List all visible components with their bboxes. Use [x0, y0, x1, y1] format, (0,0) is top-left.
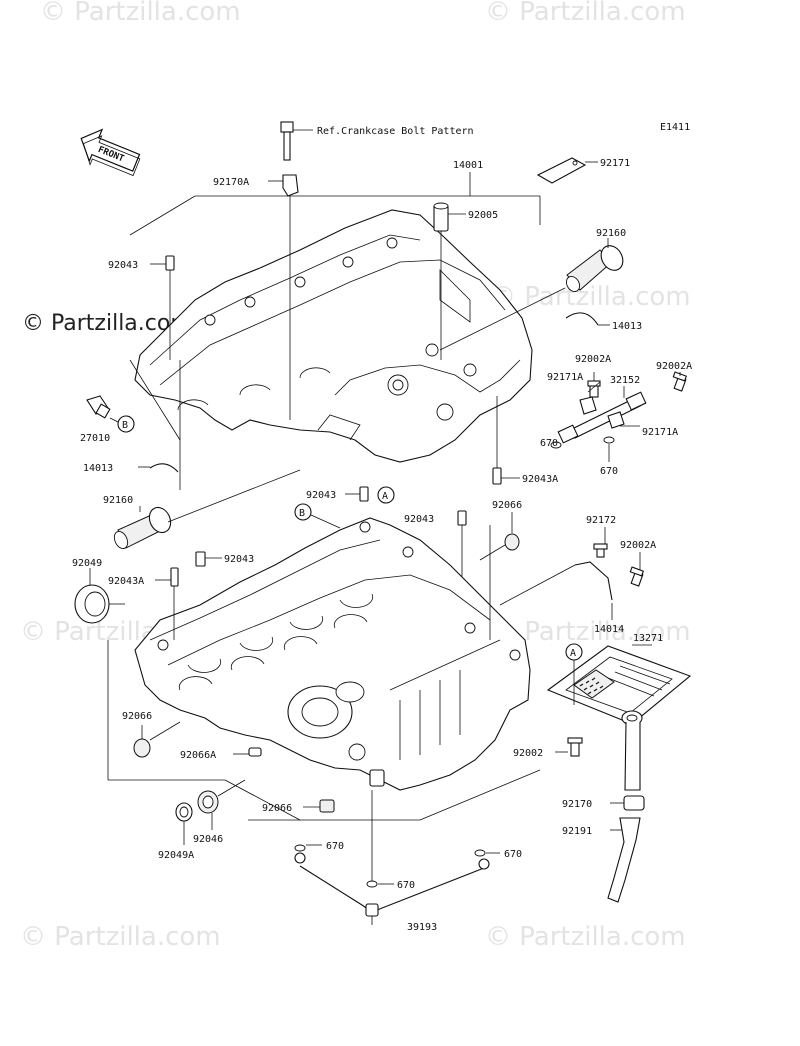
watermark-bottom-left: © Partzilla.com [20, 922, 221, 952]
dowel-92005 [433, 202, 466, 360]
watermark-top-left: © Partzilla.com [40, 0, 241, 27]
label-92066A: 92066A [180, 750, 216, 761]
label-92066-bottom: 92066 [262, 803, 292, 814]
label-92046: 92046 [193, 834, 223, 845]
plug-92066-left [133, 721, 181, 758]
bearing-92160-left [113, 469, 301, 549]
label-27010: 27010 [80, 433, 110, 444]
pin-92043A-right [492, 396, 520, 485]
label-ref-crankcase-bolt: Ref.Crankcase Bolt Pattern [317, 126, 474, 137]
label-92005: 92005 [468, 210, 498, 221]
hose-92191 [607, 795, 645, 903]
pin-92043-top [150, 255, 175, 360]
ring-14013-left [138, 463, 179, 473]
bearing-92046 [175, 779, 246, 845]
watermark-bottom-right: © Partzilla.com [485, 922, 686, 952]
label-670-4: 670 [504, 849, 522, 860]
watermark-upper-right: © Partzilla.com [490, 282, 691, 312]
ring-14013-top [565, 312, 610, 326]
label-92002A-1: 92002A [575, 354, 611, 365]
callout-B-case: B [299, 508, 305, 519]
oil-strainer-13271 [546, 643, 692, 791]
callout-B-case-icon [294, 503, 312, 521]
leader-14001 [129, 172, 541, 236]
label-92160-top: 92160 [596, 228, 626, 239]
pin-92043-mid [345, 486, 395, 504]
label-670-1: 670 [540, 438, 558, 449]
label-670-2: 670 [600, 466, 618, 477]
label-92049A: 92049A [158, 850, 194, 861]
pin-92043-left [155, 551, 222, 640]
plug-92066A [233, 747, 262, 757]
label-92043A-2: 92043A [108, 576, 144, 587]
oil-line-39193 [294, 790, 500, 925]
label-92160-left: 92160 [103, 495, 133, 506]
label-14001: 14001 [453, 160, 483, 171]
label-92002A-3: 92002A [620, 540, 656, 551]
front-arrow-icon: FRONT [80, 128, 141, 177]
label-92191: 92191 [562, 826, 592, 837]
watermark-top-right: © Partzilla.com [485, 0, 686, 27]
bearing-92160-top [439, 238, 624, 351]
bolt-92002 [555, 737, 583, 757]
label-92066-right: 92066 [492, 500, 522, 511]
label-92002A-2: 92002A [656, 361, 692, 372]
label-92171A-1: 92171A [547, 372, 583, 383]
label-14013-top: 14013 [612, 321, 642, 332]
clip-92170A [268, 174, 299, 420]
plug-92066-bottom [303, 799, 335, 813]
label-14013-left: 14013 [83, 463, 113, 474]
assembly-frame-lines [107, 359, 541, 821]
label-670-5: 670 [397, 880, 415, 891]
label-92066-left: 92066 [122, 711, 152, 722]
callout-B-left: B [122, 420, 128, 431]
ref-crankcase-bolt [280, 121, 313, 161]
seal-92049 [74, 568, 125, 624]
label-92002: 92002 [513, 748, 543, 759]
label-92043-right: 92043 [404, 514, 434, 525]
label-13271: 13271 [633, 633, 663, 644]
label-92170: 92170 [562, 799, 592, 810]
callout-A-mid: A [382, 491, 388, 502]
lower-crankcase [134, 517, 531, 791]
upper-crankcase [134, 209, 533, 463]
label-92171A-2: 92171A [642, 427, 678, 438]
label-92043-top: 92043 [108, 260, 138, 271]
diagram-code: E1411 [660, 122, 690, 133]
label-92043-left: 92043 [224, 554, 254, 565]
label-670-3: 670 [326, 841, 344, 852]
switch-27010 [86, 395, 135, 433]
label-92049: 92049 [72, 558, 102, 569]
label-92172: 92172 [586, 515, 616, 526]
label-32152: 32152 [610, 375, 640, 386]
callout-A-mid-icon [377, 486, 395, 504]
label-92043A-1: 92043A [522, 474, 558, 485]
oil-pipe-32152 [550, 371, 688, 462]
label-92170A: 92170A [213, 177, 249, 188]
label-14014: 14014 [594, 624, 624, 635]
plug-92066-right [479, 512, 520, 561]
label-92043-mid: 92043 [306, 490, 336, 501]
label-92171: 92171 [600, 158, 630, 169]
callout-B-left-icon [117, 415, 135, 433]
callout-A-strainer: A [570, 648, 576, 659]
oil-line-92172 [499, 527, 645, 620]
pin-92043-right [457, 510, 467, 600]
plate-92171 [536, 157, 598, 184]
label-39193: 39193 [407, 922, 437, 933]
